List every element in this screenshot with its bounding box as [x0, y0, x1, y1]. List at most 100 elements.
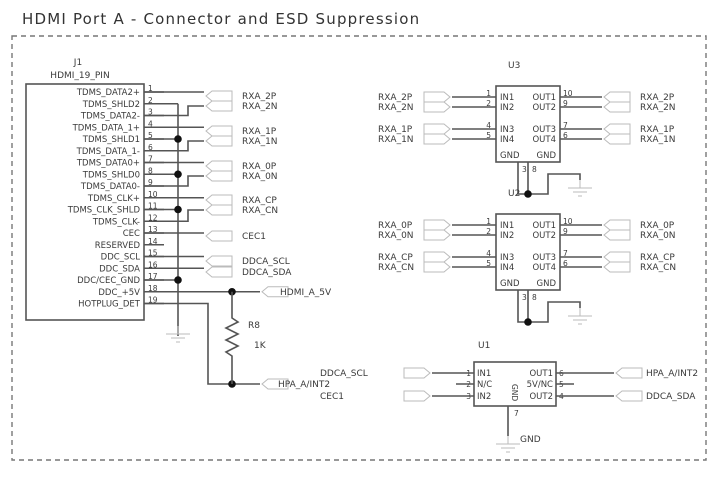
pin-number: 3: [522, 165, 527, 174]
pin-name: DDC_SDA: [99, 264, 140, 274]
gnd-label: GND: [520, 435, 541, 445]
net-port[interactable]: RXA_CP: [603, 251, 675, 263]
net-port[interactable]: RXA_1P: [205, 125, 277, 137]
net-label: DDCA_SDA: [646, 392, 696, 402]
net-port[interactable]: RXA_2N: [603, 101, 676, 113]
junction-dot: [524, 190, 532, 198]
net-port[interactable]: HDMI_A_5V: [261, 286, 332, 298]
port-symbol: [205, 160, 233, 172]
pin-name: OUT3: [532, 253, 556, 263]
net-port[interactable]: RXA_1N: [603, 133, 676, 145]
pin-number: 1: [148, 84, 153, 93]
pin-name: IN3: [500, 125, 514, 135]
net-port[interactable]: HPA_A/INT2: [615, 367, 698, 379]
pin-number: 4: [486, 249, 491, 258]
net-label: RXA_2P: [242, 92, 277, 102]
pin-number: 2: [148, 96, 153, 105]
resistor-r8[interactable]: R8 1K: [224, 291, 267, 384]
port-symbol: [205, 125, 233, 137]
net-label: RXA_2N: [378, 103, 414, 113]
pin-name: IN4: [500, 135, 514, 145]
net-port[interactable]: DDCA_SDA: [615, 390, 696, 402]
pin-name: IN1: [477, 369, 491, 379]
net-label: RXA_0P: [640, 221, 675, 231]
pin-number: 6: [563, 259, 568, 268]
pin-name: IN2: [500, 231, 514, 241]
port-symbol: [423, 261, 451, 273]
pin-number: 13: [148, 225, 158, 234]
port-symbol: [603, 251, 631, 263]
net-port[interactable]: RXA_0P: [205, 160, 277, 172]
net-port[interactable]: RXA_2N: [205, 100, 278, 112]
chip-ref: U1: [478, 341, 490, 351]
pin-name: GND: [537, 279, 557, 289]
net-label: RXA_2N: [640, 103, 676, 113]
net-port[interactable]: RXA_CN: [378, 261, 451, 273]
net-port[interactable]: RXA_1N: [205, 135, 278, 147]
pin-name: OUT2: [532, 231, 556, 241]
port-symbol: [261, 378, 289, 390]
net-port[interactable]: RXA_CN: [205, 204, 278, 216]
net-port[interactable]: RXA_1P: [378, 123, 451, 135]
net-port[interactable]: RXA_0N: [603, 229, 676, 241]
pin-number: 3: [522, 293, 527, 302]
sheet-title: HDMI Port A - Connector and ESD Suppress…: [22, 10, 420, 28]
pin-number: 19: [148, 296, 158, 305]
connector-part: HDMI_19_PIN: [50, 71, 109, 81]
pin-number: 12: [148, 213, 158, 222]
ground-icon: [496, 436, 520, 453]
port-symbol: [603, 261, 631, 273]
net-port[interactable]: RXA_2N: [378, 101, 451, 113]
pin-name: OUT2: [529, 392, 553, 402]
net-label: RXA_0P: [378, 221, 413, 231]
net-port[interactable]: CEC1: [320, 390, 431, 402]
sheet-border: [11, 35, 707, 461]
pin-name: OUT1: [532, 93, 556, 103]
pin-name: IN1: [500, 221, 514, 231]
net-label: CEC1: [242, 232, 266, 242]
net-label: HDMI_A_5V: [280, 288, 332, 298]
net-port[interactable]: RXA_1N: [378, 133, 451, 145]
pin-name: OUT3: [532, 125, 556, 135]
net-port[interactable]: DDCA_SDA: [205, 266, 292, 278]
pin-name: HOTPLUG_DET: [78, 300, 141, 310]
net-port[interactable]: RXA_2P: [205, 90, 277, 102]
pin-number: 3: [148, 108, 153, 117]
port-symbol: [603, 219, 631, 231]
net-port[interactable]: RXA_0P: [378, 219, 451, 231]
pin-number: 18: [148, 284, 158, 293]
pin-number: 8: [532, 293, 537, 302]
net-port[interactable]: RXA_2P: [378, 91, 451, 103]
net-port[interactable]: RXA_CP: [205, 194, 277, 206]
port-symbol: [205, 230, 233, 242]
net-port[interactable]: RXA_0N: [205, 170, 278, 182]
net-port[interactable]: DDCA_SCL: [205, 255, 290, 267]
net-port[interactable]: RXA_1P: [603, 123, 675, 135]
net-port[interactable]: CEC1: [205, 230, 266, 242]
net-port[interactable]: RXA_2P: [603, 91, 675, 103]
net-port[interactable]: HPA_A/INT2: [261, 378, 330, 390]
net-port[interactable]: DDCA_SCL: [320, 367, 431, 379]
pin-name: TDMS_SHLD0: [82, 170, 140, 180]
net-port[interactable]: RXA_0P: [603, 219, 675, 231]
pin-name: TDMS_DATA0+: [76, 159, 140, 169]
pin-number: 9: [563, 99, 568, 108]
net-port[interactable]: RXA_CN: [603, 261, 676, 273]
junction-dot: [524, 318, 532, 326]
pin-name: IN4: [500, 263, 514, 273]
net-port[interactable]: RXA_CP: [378, 251, 451, 263]
net-port[interactable]: RXA_0N: [378, 229, 451, 241]
pin-name: DDC/CEC_GND: [77, 276, 140, 286]
net-label: RXA_2N: [242, 102, 278, 112]
pin-name: CEC: [123, 229, 140, 239]
pin-number: 16: [148, 260, 158, 269]
port-symbol: [423, 101, 451, 113]
pin-number: 10: [148, 190, 158, 199]
port-symbol: [615, 390, 643, 402]
port-symbol: [261, 286, 289, 298]
